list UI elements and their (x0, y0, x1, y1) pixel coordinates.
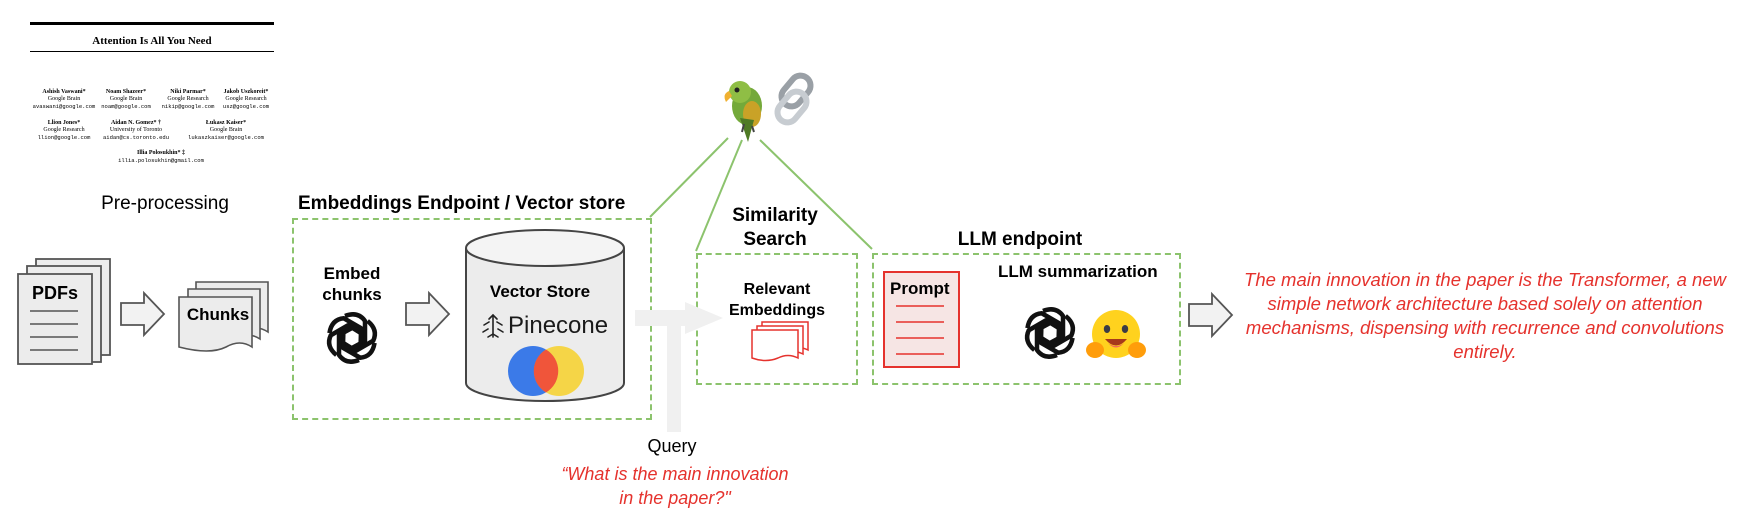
arrow-embed-to-store (405, 290, 451, 338)
relevant-embeddings-label: Relevant Embeddings (728, 281, 825, 319)
llm-endpoint-title: LLM endpoint (957, 229, 1083, 250)
chain-link-icon (774, 72, 814, 126)
pdfs-label: PDFs (31, 283, 78, 303)
pinecone-wordmark: Pinecone (508, 312, 609, 339)
llm-endpoint-box (872, 253, 1181, 385)
chunks-stack (178, 281, 269, 352)
prompt-label: Prompt (890, 279, 950, 298)
embed-chunks-label: Embed chunks (322, 264, 382, 304)
vector-store-cylinder (465, 229, 625, 402)
huggingface-icon (1086, 310, 1146, 358)
pinecone-icon (482, 313, 504, 338)
embeddings-section-title: Embeddings Endpoint / Vector store (298, 193, 626, 214)
paper-top-rule (30, 22, 274, 25)
meta-style-logo (508, 346, 584, 396)
llm-summarization-label: LLM summarization (998, 262, 1158, 281)
query-arrow (635, 302, 723, 432)
pdfs-document-stack (17, 258, 111, 365)
vector-store-label: Vector Store (489, 282, 591, 301)
paper-author: Illia Polosukhin* ‡illia.polosukhin@gmai… (118, 150, 204, 164)
relevant-embeddings-stack (751, 321, 809, 362)
query-text: “What is the main innovation in the pape… (561, 464, 789, 508)
openai-icon (1020, 307, 1080, 363)
prompt-document (883, 271, 960, 368)
paper-title-rule (30, 51, 274, 52)
query-label: Query (647, 436, 697, 456)
similarity-search-title: Similarity Search (732, 205, 818, 250)
paper-thumbnail: Attention Is All You Need Ashish Vaswani… (30, 20, 276, 170)
paper-title: Attention Is All You Need (92, 35, 212, 47)
answer-text: The main innovation in the paper is the … (1244, 269, 1726, 362)
preprocessing-title: Pre-processing (101, 193, 229, 214)
openai-icon (322, 312, 382, 368)
chunks-label: Chunks (186, 305, 250, 324)
parrot-icon (724, 81, 762, 142)
arrow-pdfs-to-chunks (120, 290, 166, 338)
arrow-llm-to-answer (1188, 291, 1234, 339)
